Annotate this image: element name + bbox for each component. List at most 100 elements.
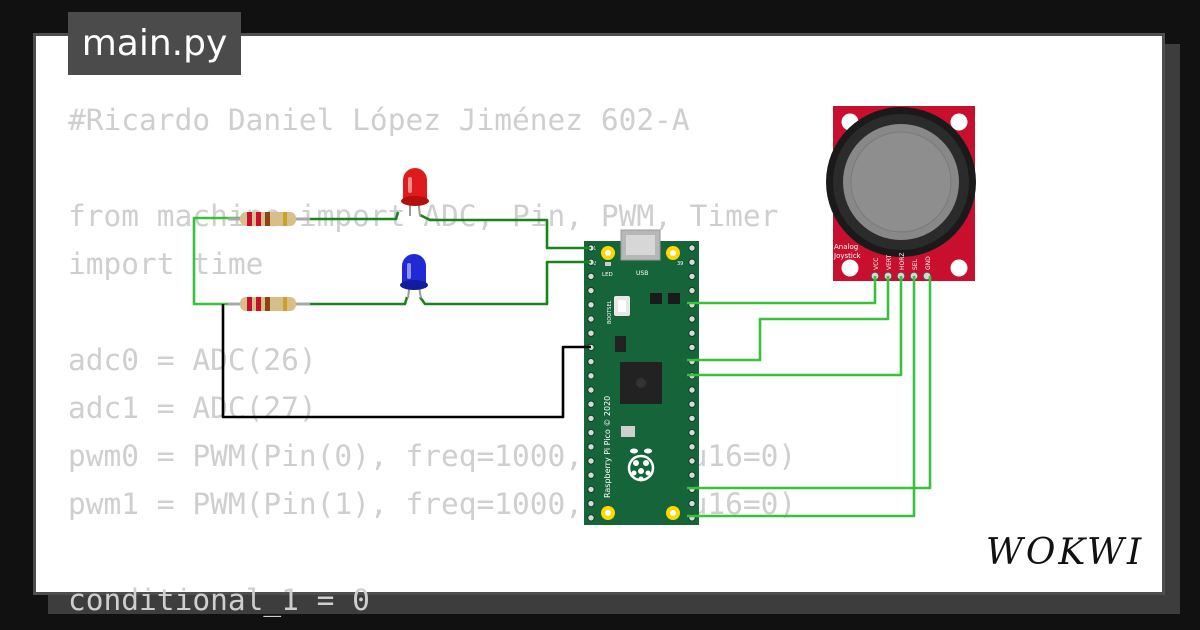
wire-ground[interactable] — [221, 304, 591, 419]
pico-pin-right[interactable] — [688, 457, 696, 465]
mount-hole — [950, 113, 968, 131]
resistor-band — [247, 212, 252, 226]
mount-hole-inner — [670, 250, 676, 256]
pico-pin-left[interactable] — [587, 286, 595, 295]
wire-joystick-gnd[interactable] — [687, 276, 932, 490]
pico-pin-left[interactable] — [587, 315, 595, 323]
usb-connector-inner — [626, 235, 655, 255]
wire-blue-led-to-gp1[interactable] — [418, 260, 591, 306]
pico-pin-right[interactable] — [688, 386, 696, 394]
led-rim — [401, 196, 429, 206]
pico-pin-right[interactable] — [688, 272, 696, 281]
pico-board[interactable]: USB LED 1 2 39 BOOTSEL — [584, 229, 699, 525]
led-red[interactable] — [401, 168, 429, 217]
pico-pin-left[interactable] — [587, 386, 595, 394]
wire-resistor1-to-red-led[interactable] — [307, 211, 400, 221]
pin-number-label: 1 — [593, 246, 596, 252]
file-tab[interactable]: main.py — [68, 12, 241, 75]
resistor-band — [256, 297, 261, 311]
joystick-pin-label: VCC — [873, 258, 880, 270]
chip — [668, 293, 680, 304]
raspberry-logo — [627, 448, 655, 482]
board-name-label: Raspberry Pi Pico © 2020 — [603, 396, 612, 498]
pico-pin-left[interactable] — [587, 514, 595, 522]
led-label: LED — [602, 272, 613, 278]
pico-pin-left[interactable] — [587, 471, 595, 479]
wire-joystick-sel[interactable] — [687, 276, 916, 518]
pico-pin-left[interactable] — [587, 272, 595, 281]
led-highlight — [408, 177, 412, 193]
test-pad — [621, 426, 635, 437]
pico-pins — [587, 244, 696, 522]
usb-label: USB — [636, 270, 648, 277]
pico-pin-left[interactable] — [587, 414, 595, 423]
joystick-pin-label: SEL — [912, 258, 919, 270]
pico-pin-left[interactable] — [587, 485, 595, 494]
resistor-band — [265, 297, 270, 311]
pico-pin-right[interactable] — [688, 244, 696, 252]
resistor-1[interactable] — [228, 212, 310, 226]
bootsel-label: BOOTSEL — [607, 300, 613, 324]
code-view: #Ricardo Daniel López Jiménez 602-A from … — [68, 96, 796, 624]
pin-number-label: 2 — [593, 261, 596, 267]
led-body — [403, 168, 427, 200]
wire-red-led-to-gp0[interactable] — [419, 213, 591, 250]
code-line: adc0 = ADC(26) — [68, 343, 317, 377]
pico-pin-right[interactable] — [688, 471, 696, 479]
pico-pin-left[interactable] — [587, 400, 595, 408]
pico-pin-right[interactable] — [688, 343, 696, 352]
pico-pin-right[interactable] — [688, 428, 696, 437]
pico-pin-left[interactable] — [587, 499, 595, 508]
mount-hole-inner — [605, 510, 611, 516]
joystick-title: Analog — [834, 243, 858, 251]
resistor-band — [256, 212, 261, 226]
pico-pin-left[interactable] — [587, 372, 595, 380]
mount-hole — [841, 259, 859, 277]
pico-pin-right[interactable] — [688, 400, 696, 408]
wire-joystick-vcc[interactable] — [687, 276, 877, 305]
pico-pin-right[interactable] — [688, 315, 696, 323]
code-line: conditional_1 = 0 — [68, 583, 370, 617]
wire-resistor2-to-blue-led[interactable] — [307, 296, 409, 306]
chip — [650, 293, 662, 304]
onboard-led — [605, 262, 611, 266]
joystick-pin-label: HORZ — [899, 252, 906, 270]
pico-pin-left[interactable] — [587, 357, 595, 366]
pico-pin-left[interactable] — [587, 443, 595, 451]
wire-resistor-common[interactable] — [192, 216, 241, 306]
resistor-band — [283, 212, 287, 226]
pin-number-label: 39 — [677, 261, 683, 267]
joystick-pin-label: VERT — [886, 254, 893, 270]
wire-joystick-vert[interactable] — [687, 276, 890, 362]
pico-pin-right[interactable] — [688, 258, 696, 266]
joystick-cap-inner — [850, 131, 952, 233]
pico-pin-right[interactable] — [688, 499, 696, 508]
resistor-band — [283, 297, 287, 311]
pico-pin-right[interactable] — [688, 414, 696, 423]
joystick-subtitle: Joystick — [833, 252, 862, 260]
wokwi-logo-text: WOKWI — [986, 532, 1144, 573]
code-line: from machine import ADC, Pin, PWM, Timer — [68, 199, 779, 233]
code-line: adc1 = ADC(27) — [68, 391, 317, 425]
resistor-band — [247, 297, 252, 311]
pico-pin-right[interactable] — [688, 329, 696, 337]
pico-pin-right[interactable] — [688, 443, 696, 451]
resistor-2[interactable] — [228, 297, 310, 311]
bootsel-button-top — [618, 300, 626, 312]
pico-pin-left[interactable] — [587, 301, 595, 309]
wire-joystick-horz[interactable] — [687, 276, 903, 377]
pico-pin-left[interactable] — [587, 428, 595, 437]
joystick-pin-label: GND — [925, 256, 932, 270]
joystick-module[interactable]: Analog Joystick VCC VERT HORZ SEL GND — [826, 106, 976, 281]
led-blue[interactable] — [400, 254, 428, 299]
pico-pin-left[interactable] — [587, 457, 595, 465]
mount-hole — [950, 259, 968, 277]
wokwi-logo: WOKWI — [986, 532, 1144, 573]
pico-pin-left[interactable] — [587, 329, 595, 337]
pico-pin-right[interactable] — [688, 286, 696, 295]
chip — [615, 336, 626, 352]
mount-hole-inner — [670, 510, 676, 516]
rp2040-logo — [636, 378, 646, 388]
code-line: #Ricardo Daniel López Jiménez 602-A — [68, 103, 690, 137]
